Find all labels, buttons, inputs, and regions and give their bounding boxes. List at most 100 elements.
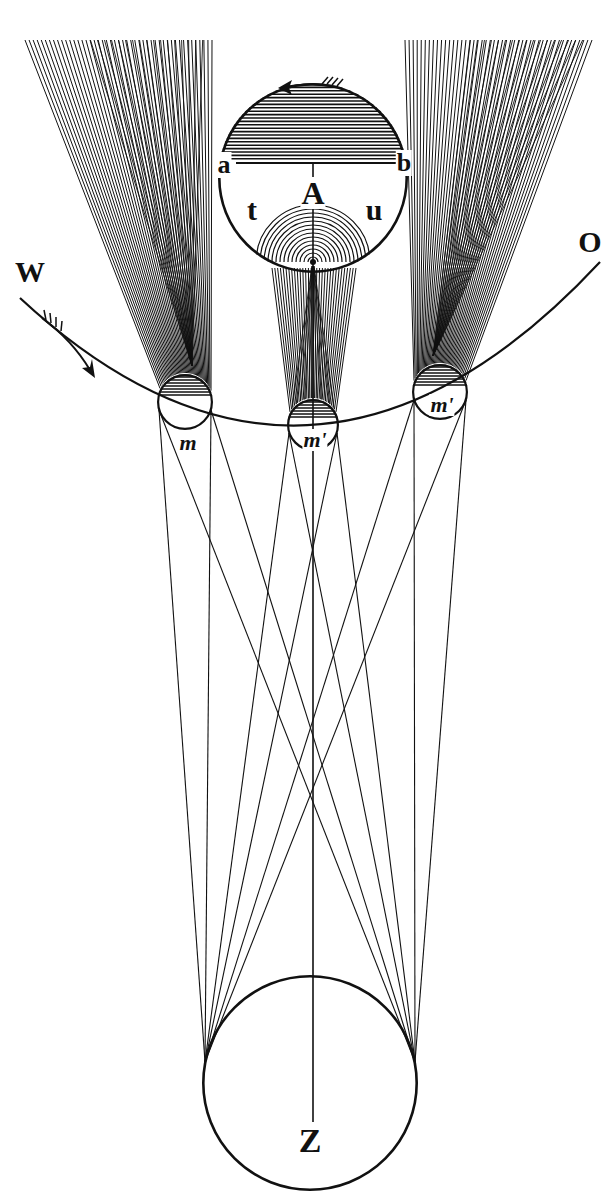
hatch-line <box>41 40 164 382</box>
diameter-line <box>236 162 398 164</box>
hatch-line <box>305 266 313 399</box>
hatch-line <box>210 134 416 136</box>
hatch-line <box>289 268 299 402</box>
hatch-line <box>210 87 416 89</box>
hatch-line <box>210 144 416 146</box>
hatch-line <box>433 40 470 356</box>
light-rays <box>159 400 466 1062</box>
hatch-line <box>433 40 520 356</box>
hatch-line <box>157 394 213 395</box>
hatch-line <box>412 384 468 385</box>
hatch-line <box>210 97 416 99</box>
hatch-line <box>433 40 484 356</box>
hatch-line <box>133 40 192 366</box>
hatch-line <box>210 124 416 126</box>
hatch-line <box>415 400 466 1062</box>
hatch-line <box>205 400 414 1062</box>
hatch-line <box>159 410 415 1062</box>
moon-circle: m <box>157 374 213 430</box>
hatch-line <box>159 410 205 1062</box>
hatch-line <box>210 155 416 157</box>
hatch-line <box>168 40 192 366</box>
hatch-line <box>314 266 330 404</box>
orbit-arrow <box>42 310 95 378</box>
hatch-line <box>433 40 583 356</box>
hatch-line <box>157 388 213 389</box>
circle-outline <box>202 975 418 1191</box>
point-letter: A <box>300 177 325 209</box>
hatch-line <box>333 268 350 407</box>
hatch-line <box>211 40 212 391</box>
moon-circle: m' <box>287 399 339 451</box>
hatch-line <box>433 40 491 356</box>
hatch-line <box>140 40 192 366</box>
hatch-line <box>433 40 527 356</box>
hatch-line <box>29 40 161 386</box>
hatch-line <box>49 40 166 380</box>
sun-circle: abtAu <box>218 83 408 273</box>
body-letter: Z <box>298 1124 323 1158</box>
hatch-line <box>433 40 569 356</box>
hatch-line <box>161 40 192 366</box>
hatching <box>25 40 592 417</box>
hatch-line <box>111 40 192 366</box>
hatch-line <box>157 385 213 386</box>
body-letter: m' <box>429 394 454 416</box>
hatch-line <box>104 40 192 366</box>
axis-line <box>312 163 314 1122</box>
hatch-line <box>210 127 416 129</box>
hatch-line <box>147 40 192 366</box>
hatch-line <box>275 268 292 409</box>
hatch-line <box>210 93 416 95</box>
hatch-line <box>182 40 192 366</box>
circle-border <box>158 375 212 429</box>
hatch-line <box>296 266 312 404</box>
body-letter: m' <box>302 429 327 451</box>
hatch-line <box>205 433 337 1062</box>
hatch-line <box>457 40 560 369</box>
hatch-line <box>97 40 192 366</box>
hatch-line <box>450 40 535 365</box>
body-letter: m <box>178 432 197 454</box>
circle-outline <box>157 374 213 430</box>
hatch-line <box>272 268 290 412</box>
circle-border <box>413 365 467 419</box>
hatch-line <box>336 268 356 412</box>
hatch-line <box>459 40 567 371</box>
hatch-line <box>433 40 506 356</box>
hatch-line <box>292 266 312 409</box>
hatch-line <box>314 266 334 409</box>
hatch-line <box>210 158 416 160</box>
hatch-line <box>412 366 468 367</box>
hatch-line <box>334 268 353 409</box>
point-letter: a <box>217 152 232 178</box>
hatch-line <box>157 391 213 392</box>
point-letter: u <box>365 195 384 225</box>
hatch-line <box>157 376 213 377</box>
hatch-line <box>154 40 192 366</box>
hatch-line <box>189 40 192 366</box>
hatch-line <box>119 40 193 366</box>
hatch-line <box>205 410 211 1062</box>
hatch-line <box>210 107 416 109</box>
hatch-line <box>205 433 289 1062</box>
orbit-end-label: W <box>14 257 46 287</box>
earth-circle: Z <box>202 975 418 1191</box>
hatch-line <box>433 40 499 356</box>
hatch-line <box>126 40 192 366</box>
hatch-line <box>210 100 416 102</box>
hatch-line <box>412 381 468 382</box>
hatch-line <box>309 266 313 398</box>
hatch-line <box>175 40 192 366</box>
orbit-end-label: O <box>577 227 602 257</box>
hatch-line <box>210 151 416 153</box>
hatch-line <box>157 379 213 380</box>
hatch-line <box>210 148 416 150</box>
hatch-line <box>210 90 416 92</box>
hatch-line <box>210 131 416 133</box>
hatch-line <box>313 266 321 399</box>
hatch-line <box>210 114 416 116</box>
hatch-line <box>289 433 415 1062</box>
hatch-line <box>210 138 416 140</box>
